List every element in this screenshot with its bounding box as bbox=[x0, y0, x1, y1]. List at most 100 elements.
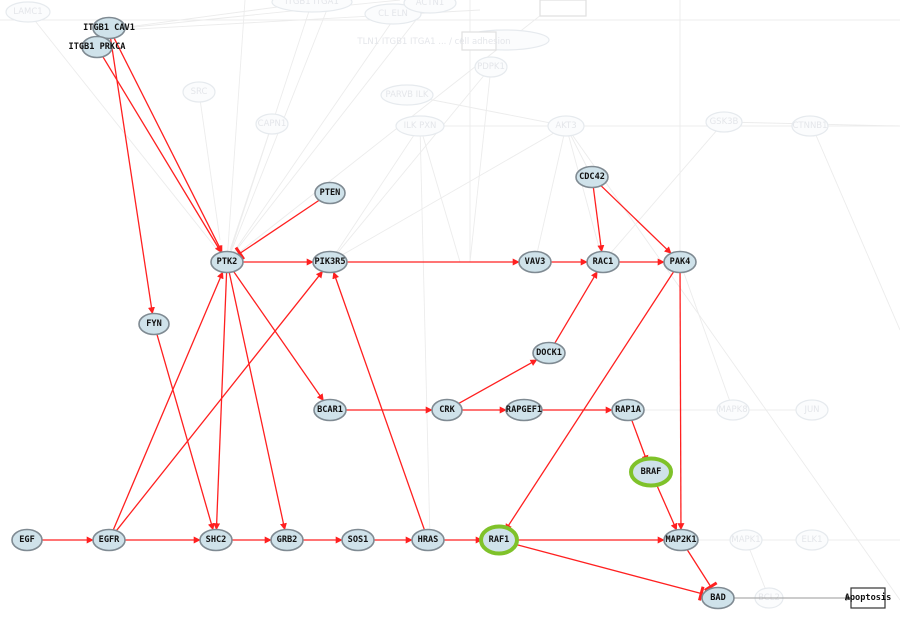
node-label: PIK3R5 bbox=[314, 257, 345, 267]
faded-label: ACTN1 bbox=[416, 0, 445, 8]
faded-node bbox=[795, 399, 829, 421]
faded-label: SRC bbox=[191, 87, 208, 97]
node-grb2[interactable]: GRB2 bbox=[270, 528, 304, 552]
node-sos1[interactable]: SOS1 bbox=[341, 528, 375, 552]
node-shape bbox=[586, 250, 620, 274]
node-raf1[interactable]: RAF1 bbox=[479, 524, 519, 556]
edge-dock1-to-rac1 bbox=[554, 271, 598, 344]
node-shc2[interactable]: SHC2 bbox=[199, 528, 233, 552]
node-shape bbox=[505, 398, 543, 422]
node-shape bbox=[270, 528, 304, 552]
faded-label: ITGB1 ITGA1 bbox=[285, 0, 339, 7]
edges-layer bbox=[42, 37, 852, 601]
edge-itgb1-cav1-to-fyn bbox=[109, 38, 155, 315]
node-pten[interactable]: PTEN bbox=[314, 181, 346, 205]
node-itgb1-prkca[interactable]: ITGB1 PRKCA bbox=[69, 35, 127, 59]
faded-node bbox=[395, 115, 445, 137]
faded-label: ILK PXN bbox=[404, 121, 437, 131]
faded-node bbox=[380, 84, 434, 106]
faded-node bbox=[795, 529, 829, 551]
edge-itgb1-prkca-to-ptk2 bbox=[102, 56, 222, 253]
edge-rap1a-to-braf bbox=[631, 419, 649, 463]
edge-itgb1-cav1-to-ptk2 bbox=[113, 37, 223, 253]
node-rac1[interactable]: RAC1 bbox=[586, 250, 620, 274]
node-egf[interactable]: EGF bbox=[11, 528, 43, 552]
edge-pak4-to-raf1 bbox=[504, 271, 675, 531]
node-shape bbox=[92, 528, 126, 552]
node-label: ITGB1 PRKCA bbox=[69, 42, 127, 52]
node-shape bbox=[314, 181, 346, 205]
node-hras[interactable]: HRAS bbox=[411, 528, 445, 552]
node-rapgef1[interactable]: RAPGEF1 bbox=[505, 398, 543, 422]
node-vav3[interactable]: VAV3 bbox=[518, 250, 552, 274]
edge-ptk2-to-shc2 bbox=[213, 272, 228, 531]
edge-crk-to-dock1 bbox=[458, 359, 538, 405]
node-label: RAP1A bbox=[615, 405, 642, 415]
node-label: PTEN bbox=[320, 188, 341, 198]
faded-node bbox=[5, 1, 51, 23]
edge-egfr-to-pik3r5 bbox=[115, 270, 324, 532]
faded-label: CL ELN bbox=[378, 9, 408, 19]
faded-node bbox=[474, 56, 508, 78]
faded-label: CAPN1 bbox=[258, 119, 287, 129]
faded-label: ELK1 bbox=[801, 535, 822, 545]
edge-egfr-to-ptk2 bbox=[112, 271, 224, 531]
edge-cdc42-to-pak4 bbox=[600, 185, 672, 254]
node-label: VAV3 bbox=[525, 257, 546, 267]
edge-pten-to-ptk2 bbox=[239, 199, 320, 254]
faded-label: JUN bbox=[803, 405, 819, 415]
node-label: MAP2K1 bbox=[665, 535, 696, 545]
node-itgb1-cav1[interactable]: ITGB1 CAV1 bbox=[83, 16, 135, 40]
node-label: HRAS bbox=[418, 535, 439, 545]
node-label: FYN bbox=[146, 319, 162, 329]
node-label: EGF bbox=[19, 535, 35, 545]
node-map2k1[interactable]: MAP2K1 bbox=[663, 528, 699, 552]
node-dock1[interactable]: DOCK1 bbox=[532, 341, 566, 365]
node-label: BAD bbox=[710, 593, 726, 603]
node-label: CDC42 bbox=[579, 172, 605, 182]
edge-hras-to-pik3r5 bbox=[332, 271, 426, 530]
faded-node bbox=[364, 3, 422, 25]
node-label: DOCK1 bbox=[536, 348, 562, 358]
faded-node bbox=[705, 111, 743, 133]
faded-node bbox=[271, 0, 353, 13]
node-shape bbox=[663, 250, 697, 274]
node-shape bbox=[431, 398, 463, 422]
node-rap1a[interactable]: RAP1A bbox=[611, 398, 645, 422]
node-label: SOS1 bbox=[348, 535, 369, 545]
faded-node bbox=[547, 115, 585, 137]
node-ptk2[interactable]: PTK2 bbox=[210, 250, 244, 274]
node-fyn[interactable]: FYN bbox=[138, 312, 170, 336]
node-label: SHC2 bbox=[206, 535, 227, 545]
node-label: BCAR1 bbox=[317, 405, 343, 415]
node-pak4[interactable]: PAK4 bbox=[663, 250, 697, 274]
node-crk[interactable]: CRK bbox=[431, 398, 463, 422]
node-pik3r5[interactable]: PIK3R5 bbox=[312, 250, 348, 274]
faded-node bbox=[403, 0, 457, 14]
highlighted-node-shape bbox=[479, 524, 519, 556]
box-shape bbox=[850, 587, 886, 609]
edge-pak4-to-map2k1 bbox=[677, 272, 685, 531]
node-shape bbox=[663, 528, 699, 552]
node-braf[interactable]: BRAF bbox=[629, 456, 673, 488]
node-bad[interactable]: BAD bbox=[701, 586, 735, 610]
node-bcar1[interactable]: BCAR1 bbox=[313, 398, 347, 422]
node-shape bbox=[313, 398, 347, 422]
edge-ptk2-to-bcar1 bbox=[233, 271, 324, 402]
edge-cdc42-to-rac1 bbox=[592, 187, 605, 253]
node-shape bbox=[411, 528, 445, 552]
node-egfr[interactable]: EGFR bbox=[92, 528, 126, 552]
edge-map2k1-to-bad-inhibit-bar bbox=[704, 581, 718, 592]
node-shape bbox=[701, 586, 735, 610]
node-cdc42[interactable]: CDC42 bbox=[575, 165, 609, 189]
node-apoptosis[interactable]: Apoptosis bbox=[845, 587, 892, 609]
node-shape bbox=[575, 165, 609, 189]
node-label: RAPGEF1 bbox=[506, 405, 542, 415]
node-shape bbox=[611, 398, 645, 422]
node-shape bbox=[11, 528, 43, 552]
faded-label: GSK3B bbox=[710, 117, 739, 127]
faded-box bbox=[539, 0, 587, 17]
